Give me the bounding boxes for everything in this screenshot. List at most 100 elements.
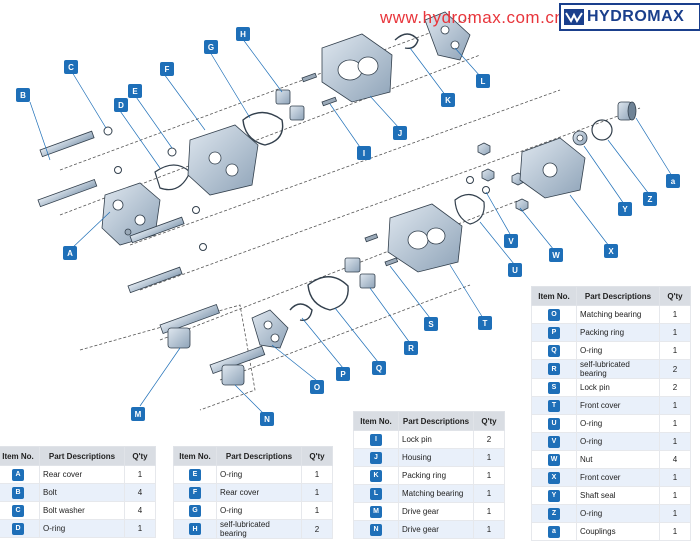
item-code: O	[548, 308, 560, 321]
housing-part	[321, 33, 393, 103]
matching-bearing-l-part	[424, 11, 471, 61]
o-ring-d-part	[154, 164, 191, 191]
part-description: O-ring	[39, 519, 125, 538]
callout-Y: Y	[618, 202, 632, 216]
assembly-axes	[59, 17, 641, 411]
part-qty: 1	[124, 519, 156, 538]
part-qty: 4	[659, 450, 691, 469]
item-code: S	[548, 381, 560, 394]
item-code: T	[548, 399, 560, 412]
part-description: Drive gear	[398, 520, 474, 539]
callout-D: D	[114, 98, 128, 112]
bearings-h-part	[275, 89, 305, 121]
item-code: J	[370, 451, 382, 464]
callout-N: N	[260, 412, 274, 426]
o-ring-z-part	[591, 119, 613, 141]
part-description: Front cover	[576, 468, 660, 487]
part-qty: 4	[124, 501, 156, 520]
item-code: P	[548, 326, 560, 339]
callout-V: V	[504, 234, 518, 248]
part-description: O-ring	[216, 501, 302, 520]
callout-W: W	[549, 248, 563, 262]
item-code: L	[370, 487, 382, 500]
part-description: Nut	[576, 450, 660, 469]
part-description: O-ring	[576, 504, 660, 523]
part-description: Lock pin	[576, 378, 660, 397]
callout-L: L	[476, 74, 490, 88]
part-qty: 1	[659, 305, 691, 324]
matching-bearing-o-part	[251, 309, 289, 349]
part-description: Rear cover	[216, 483, 302, 502]
callout-G: G	[204, 40, 218, 54]
part-description: O-ring	[576, 432, 660, 451]
callout-M: M	[131, 407, 145, 421]
part-qty: 1	[473, 502, 505, 521]
part-qty: 2	[301, 519, 333, 539]
item-code: R	[548, 363, 560, 375]
item-code: M	[370, 505, 382, 518]
o-ring-g-part	[242, 111, 284, 146]
part-qty: 2	[659, 378, 691, 397]
col-part-desc: Part Descriptions	[216, 446, 302, 466]
packing-ring-k-part	[394, 33, 419, 50]
part-description: self-lubricated bearing	[216, 519, 302, 539]
part-description: Shaft seal	[576, 486, 660, 505]
callout-P: P	[336, 367, 350, 381]
drive-gear-m-part	[159, 303, 220, 349]
col-qty: Q'ty	[124, 446, 156, 466]
bolts-part	[37, 130, 185, 294]
col-item-no: Item No.	[0, 446, 40, 466]
part-qty: 1	[659, 323, 691, 342]
item-code: X	[548, 471, 560, 484]
item-code: N	[370, 523, 382, 536]
callout-Q: Q	[372, 361, 386, 375]
callout-J: J	[393, 126, 407, 140]
part-description: O-ring	[216, 465, 302, 484]
callout-R: R	[404, 341, 418, 355]
watermark-url: www.hydromax.com.cn	[380, 8, 565, 27]
col-item-no: Item No.	[531, 286, 577, 306]
part-description: self-lubricated bearing	[576, 359, 660, 379]
part-qty: 1	[659, 396, 691, 415]
part-qty: 1	[473, 484, 505, 503]
brand-name: HYDROMAX	[587, 8, 685, 25]
part-qty: 1	[301, 501, 333, 520]
callout-X: X	[604, 244, 618, 258]
front-cover-x-part	[519, 137, 586, 199]
lock-pins-s-part	[364, 233, 399, 267]
item-code: F	[189, 486, 201, 499]
brand-mark-icon	[561, 5, 587, 29]
item-code: A	[12, 468, 24, 481]
part-description: Matching bearing	[576, 305, 660, 324]
part-description: Bolt	[39, 483, 125, 502]
callout-U: U	[508, 263, 522, 277]
callout-T: T	[478, 316, 492, 330]
part-description: Lock pin	[398, 430, 474, 449]
part-qty: 1	[301, 465, 333, 484]
part-description: Packing ring	[576, 323, 660, 342]
part-qty: 2	[659, 359, 691, 379]
part-description: Couplings	[576, 522, 660, 541]
part-description: Rear cover	[39, 465, 125, 484]
part-description: O-ring	[576, 341, 660, 360]
